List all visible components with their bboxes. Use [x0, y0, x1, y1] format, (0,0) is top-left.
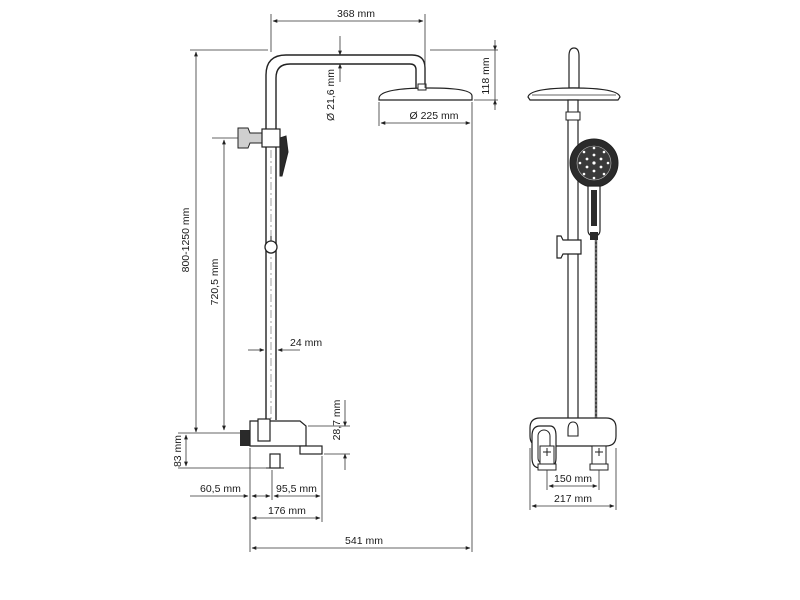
dim-projection: 176 mm [251, 505, 321, 520]
dim-mixer-width: 217 mm [529, 448, 617, 510]
label-arm-length: 368 mm [337, 8, 375, 20]
mixer-spout [299, 445, 323, 455]
front-view: 150 mm 217 mm [527, 47, 621, 510]
holder-knob [237, 127, 263, 149]
front-slider [556, 235, 582, 259]
mixer-front [529, 417, 617, 471]
label-pipe-diameter: Ø 21,6 mm [325, 69, 337, 121]
mixer-wall-plate [240, 430, 250, 446]
front-shower-head [527, 87, 621, 101]
front-top-pipe [568, 47, 580, 89]
label-mixer-height: 28,7 mm [331, 399, 343, 440]
front-upper-connector [565, 111, 581, 121]
dim-head-height: 118 mm [430, 40, 498, 110]
label-inlet-height: 83 mm [172, 435, 184, 467]
dim-total-height: 800-1250 mm [180, 49, 268, 433]
riser-pipe-inner [275, 63, 417, 420]
side-view: 368 mm 118 mm Ø 21,6 mm Ø 225 mm [172, 8, 498, 552]
hand-shower-side [279, 135, 289, 177]
label-total-height: 800-1250 mm [180, 207, 192, 272]
dim-wall-offset: 24 mm [248, 337, 322, 352]
label-projection: 176 mm [268, 505, 306, 517]
dim-arm: 368 mm [270, 8, 426, 88]
label-bar-height: 720,5 mm [209, 258, 221, 305]
label-total-projection: 541 mm [345, 535, 383, 547]
mixer-outlet [269, 453, 281, 469]
shower-head [378, 87, 473, 101]
dim-pipe-diameter: Ø 21,6 mm [325, 36, 342, 121]
label-wall-offset: 24 mm [290, 337, 322, 349]
dim-total-projection: 541 mm [251, 535, 471, 550]
label-head-height: 118 mm [480, 57, 492, 94]
dim-inlet-height: 83 mm [172, 432, 266, 469]
dim-bar-height: 720,5 mm [209, 137, 238, 431]
mixer-side [240, 418, 323, 469]
label-spout-depth: 60,5 mm [200, 483, 241, 495]
holder-clamp [261, 128, 281, 148]
label-mixer-width: 217 mm [554, 493, 592, 505]
label-head-diameter: Ø 225 mm [409, 110, 458, 122]
riser-pipe [265, 54, 426, 420]
hand-shower-front [569, 138, 619, 240]
dim-inlet-spacing: 150 mm [546, 470, 600, 490]
slider-knob [264, 240, 278, 254]
shower-head-neck [417, 83, 427, 91]
dim-head-diameter: Ø 225 mm [378, 102, 473, 126]
dim-mixer-height: 28,7 mm [308, 399, 350, 470]
label-inlet-spacing: 150 mm [554, 473, 592, 485]
label-mixer-depth: 95,5 mm [276, 483, 317, 495]
mixer-lever [257, 418, 271, 442]
dim-depths: 60,5 mm 95,5 mm [190, 448, 323, 552]
